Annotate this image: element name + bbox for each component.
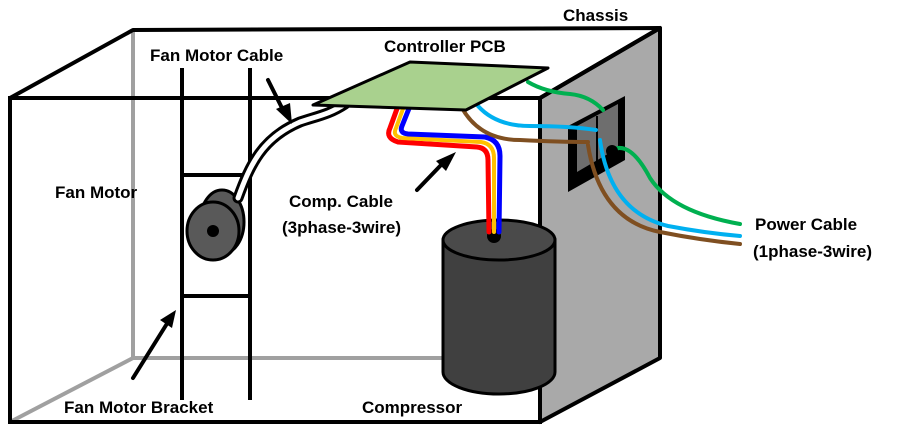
power-connector xyxy=(568,96,625,192)
label-controller-pcb: Controller PCB xyxy=(384,37,506,56)
label-fan-motor-cable: Fan Motor Cable xyxy=(150,46,283,65)
leader-arrows xyxy=(131,78,444,380)
label-fan-motor-bracket: Fan Motor Bracket xyxy=(64,398,214,417)
internal-power-wires xyxy=(460,80,605,144)
compressor-cable xyxy=(386,103,503,235)
label-fan-motor: Fan Motor xyxy=(55,183,138,202)
label-compressor: Compressor xyxy=(362,398,463,417)
label-power-cable-line1: Power Cable xyxy=(755,215,857,234)
fan-motor-cable xyxy=(232,98,351,204)
arrowheads xyxy=(160,103,456,328)
fan-motor xyxy=(185,188,246,262)
controller-pcb xyxy=(311,60,550,112)
label-power-cable-line2: (1phase-3wire) xyxy=(753,242,872,261)
label-comp-cable-line2: (3phase-3wire) xyxy=(282,218,401,237)
fan-motor-bracket xyxy=(180,68,252,400)
power-cable xyxy=(586,138,742,246)
label-comp-cable-line1: Comp. Cable xyxy=(289,192,393,211)
compressor xyxy=(441,218,557,396)
label-chassis: Chassis xyxy=(563,6,628,25)
